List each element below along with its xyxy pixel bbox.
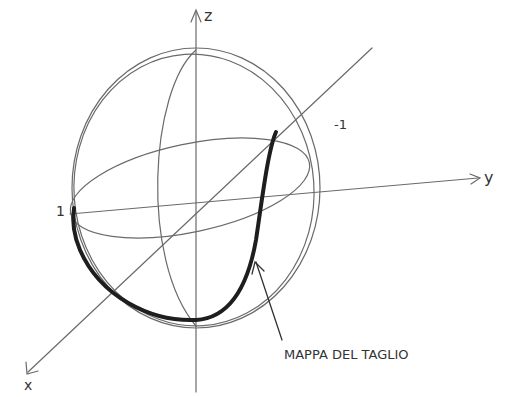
tick-label: -1 (334, 118, 347, 131)
z-axis (195, 12, 196, 392)
cut-curve (73, 132, 276, 320)
sphere-outline-stroke (65, 46, 323, 334)
tick-label: 1 (56, 204, 65, 218)
y-arrow (470, 174, 480, 184)
sphere-outline (72, 48, 320, 328)
callout-note: MAPPA DEL TAGLIO (284, 348, 409, 361)
axis-label: z (204, 8, 212, 24)
y-axis (70, 178, 478, 214)
x-axis (28, 48, 372, 372)
leader-line (256, 262, 282, 340)
axis-label: y (484, 170, 493, 186)
leader-arrow (252, 262, 264, 274)
x-arrow (26, 362, 38, 374)
axis-label: x (24, 378, 32, 392)
meridian (158, 50, 196, 326)
equator (62, 120, 319, 257)
z-arrow (191, 10, 201, 22)
